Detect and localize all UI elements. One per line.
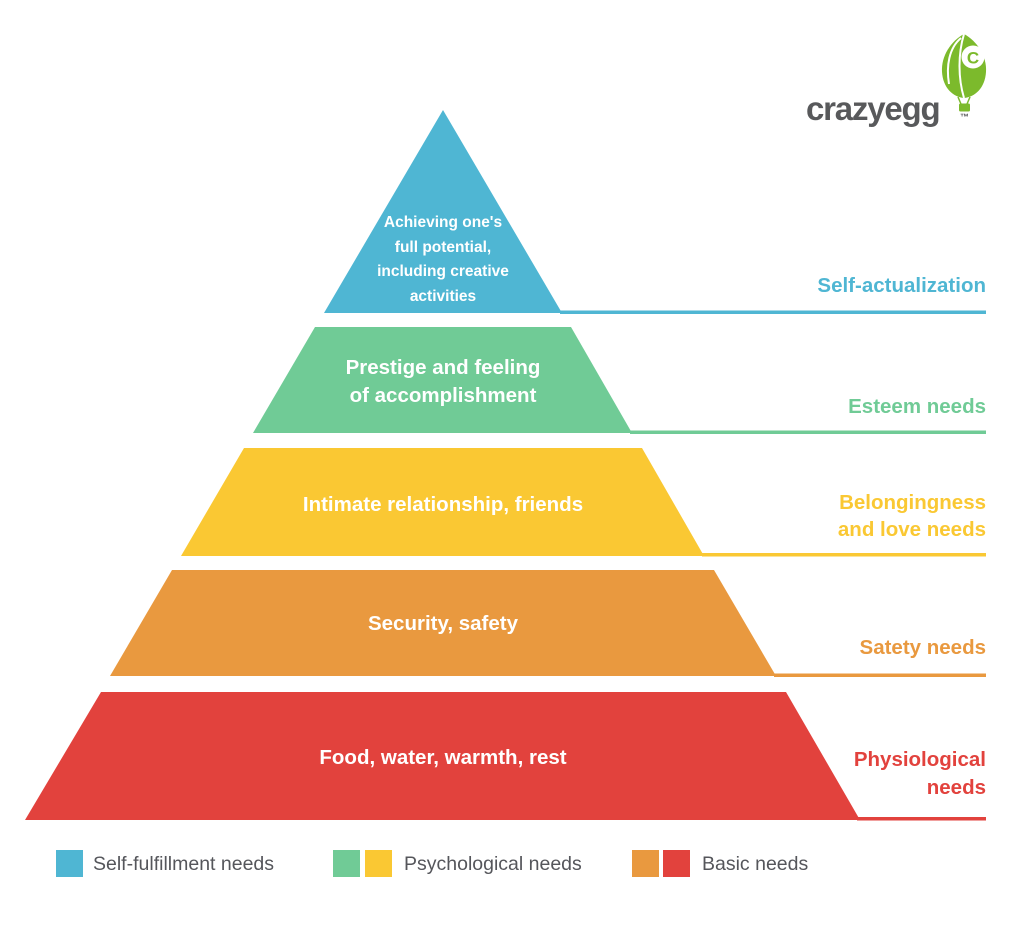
description-self-actualization: Achieving one's full potential, includin… (377, 214, 509, 305)
leader-line-safety (774, 673, 986, 677)
description-esteem: Prestige and feeling of accomplishment (345, 356, 541, 407)
balloon-monogram-circle (961, 45, 985, 69)
balloon-basket (959, 103, 970, 112)
legend-label-self-fulfillment: Self-fulfillment needs (93, 853, 275, 875)
level-shape-physiological (25, 692, 860, 820)
trademark-symbol: ™ (960, 112, 969, 122)
legend-label-basic: Basic needs (702, 853, 809, 875)
legend-swatch-psychological-green (333, 850, 360, 877)
level-shape-safety (110, 570, 776, 676)
leader-line-belongingness (702, 553, 986, 557)
legend: Self-fulfillment needs Psychological nee… (0, 850, 1024, 878)
legend-label-psychological: Psychological needs (404, 853, 582, 875)
label-safety: Satety needs (859, 636, 986, 659)
label-esteem: Esteem needs (848, 395, 986, 418)
balloon-seam (958, 33, 965, 99)
description-belongingness: Intimate relationship, friends (302, 493, 584, 516)
legend-swatch-basic-red (663, 850, 690, 877)
leader-line-physiological (857, 817, 986, 821)
label-physiological: Physiological needs (853, 748, 986, 799)
crazyegg-wordmark: crazyegg (806, 90, 941, 127)
balloon-icon: C (941, 33, 987, 112)
leader-line-self-actualization (560, 310, 986, 314)
level-shape-esteem (253, 327, 632, 433)
level-shape-belongingness (181, 448, 704, 556)
label-belongingness: Belongingness and love needs (837, 491, 986, 541)
label-self-actualization: Self-actualization (817, 274, 986, 297)
description-safety: Security, safety (367, 612, 519, 635)
legend-swatch-psychological-yellow (365, 850, 392, 877)
balloon-monogram: C (967, 49, 979, 68)
level-shape-self-actualization (324, 110, 562, 313)
legend-swatch-self-fulfillment (56, 850, 83, 877)
description-physiological: Food, water, warmth, rest (319, 746, 567, 769)
legend-swatch-basic-orange (632, 850, 659, 877)
leader-line-esteem (630, 430, 986, 434)
balloon-highlight (946, 37, 962, 85)
balloon-ropes (957, 96, 971, 105)
